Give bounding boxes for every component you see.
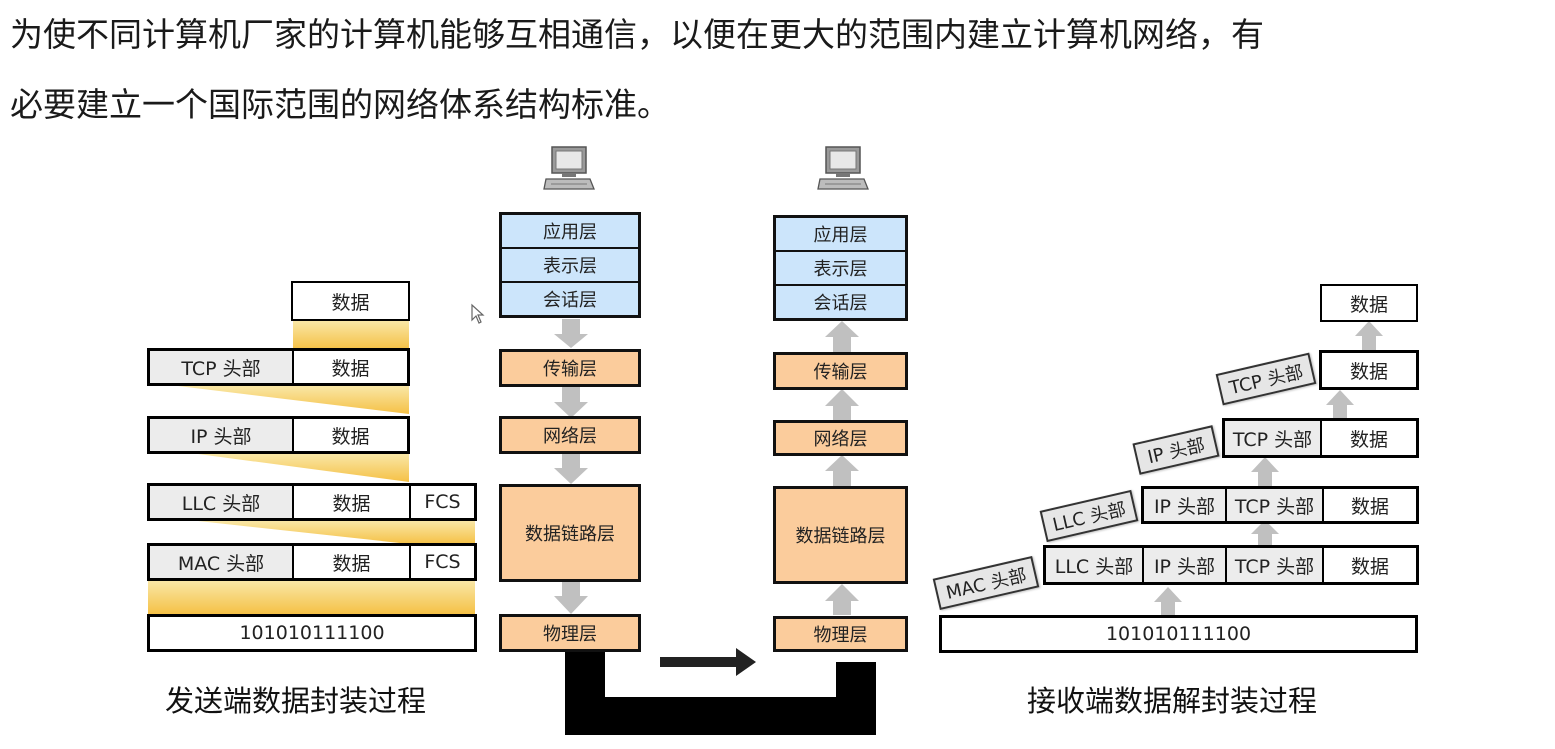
layer-transport: 传输层 xyxy=(499,349,641,387)
sender-upper-layers: 应用层 表示层 会话层 xyxy=(499,212,641,318)
tcp-header-cell: TCP 头部 xyxy=(1225,421,1322,455)
sender-data-box: 数据 xyxy=(291,281,410,321)
mouse-cursor-icon xyxy=(471,303,485,324)
stripped-llc-header: LLC 头部 xyxy=(1039,489,1139,543)
intro-paragraph: 为使不同计算机厂家的计算机能够互相通信，以便在更大的范围内建立计算机网络，有 必… xyxy=(10,0,1550,140)
stripped-ip-header: IP 头部 xyxy=(1132,425,1220,475)
sender-ip-row: IP 头部 数据 xyxy=(147,416,410,454)
fcs-cell: FCS xyxy=(424,491,461,513)
receiver-data-box: 数据 xyxy=(1320,284,1418,322)
layer-application: 应用层 xyxy=(776,218,905,252)
layer-transport: 传输层 xyxy=(773,352,908,390)
receiver-llc-row: IP 头部 TCP 头部 数据 xyxy=(1141,486,1419,524)
receiver-mac-row: LLC 头部 IP 头部 TCP 头部 数据 xyxy=(1043,545,1419,585)
receiver-ip-row: TCP 头部 数据 xyxy=(1222,418,1419,458)
receiver-caption: 接收端数据解封装过程 xyxy=(1027,684,1318,718)
transmission-cable xyxy=(565,648,876,735)
layer-network: 网络层 xyxy=(773,420,908,456)
computer-icon xyxy=(817,146,869,190)
tcp-header-cell: TCP 头部 xyxy=(150,351,294,383)
data-cell: 数据 xyxy=(1350,555,1389,578)
encap-band-2 xyxy=(148,386,475,614)
ip-header-cell: IP 头部 xyxy=(1144,548,1227,582)
down-arrows xyxy=(554,319,588,614)
layer-data-link: 数据链路层 xyxy=(499,484,641,582)
computer-icon xyxy=(543,146,595,190)
sender-llc-row: LLC 头部 数据 FCS xyxy=(147,483,477,521)
ip-header-cell: IP 头部 xyxy=(1144,489,1227,521)
data-cell: 数据 xyxy=(1349,360,1388,383)
bits-cell: 101010111100 xyxy=(239,622,385,644)
sender-caption: 发送端数据封装过程 xyxy=(165,684,427,718)
layer-network: 网络层 xyxy=(499,416,641,454)
data-cell: 数据 xyxy=(1350,495,1389,518)
layer-physical: 物理层 xyxy=(499,614,641,652)
receiver-upper-layers: 应用层 表示层 会话层 xyxy=(773,215,908,321)
layer-physical: 物理层 xyxy=(773,616,908,652)
stripped-mac-header: MAC 头部 xyxy=(932,555,1040,611)
fcs-cell: FCS xyxy=(424,551,461,573)
up-arrows xyxy=(825,321,859,615)
layer-session: 会话层 xyxy=(813,293,868,314)
bits-cell: 101010111100 xyxy=(1105,623,1252,645)
intro-line-2: 必要建立一个国际范围的网络体系结构标准。 xyxy=(10,85,670,124)
llc-header-cell: LLC 头部 xyxy=(150,486,294,518)
layer-presentation: 表示层 xyxy=(502,249,638,283)
layer-application: 应用层 xyxy=(502,215,638,249)
stripped-tcp-header: TCP 头部 xyxy=(1215,352,1317,406)
receiver-tcp-row: 数据 xyxy=(1319,350,1419,390)
layer-session: 会话层 xyxy=(543,290,597,311)
layer-presentation: 表示层 xyxy=(776,252,905,286)
ip-header-cell: IP 头部 xyxy=(150,419,294,451)
intro-line-1: 为使不同计算机厂家的计算机能够互相通信，以便在更大的范围内建立计算机网络，有 xyxy=(10,15,1264,54)
llc-header-cell: LLC 头部 xyxy=(1046,548,1144,582)
sender-tcp-row: TCP 头部 数据 xyxy=(147,348,410,386)
data-cell: 数据 xyxy=(331,357,370,380)
mac-header-cell: MAC 头部 xyxy=(150,546,294,578)
data-cell: 数据 xyxy=(331,425,370,448)
layer-data-link: 数据链路层 xyxy=(773,486,908,584)
decap-up-arrows xyxy=(1154,321,1383,616)
data-cell: 数据 xyxy=(1349,428,1388,451)
data-cell: 数据 xyxy=(294,486,411,518)
sender-bits-row: 101010111100 xyxy=(147,614,477,652)
tcp-header-cell: TCP 头部 xyxy=(1227,548,1324,582)
tcp-header-cell: TCP 头部 xyxy=(1227,489,1324,521)
sender-mac-row: MAC 头部 数据 FCS xyxy=(147,543,477,581)
encap-band-1 xyxy=(293,321,409,349)
data-cell: 数据 xyxy=(294,546,411,578)
receiver-bits-row: 101010111100 xyxy=(939,615,1418,653)
